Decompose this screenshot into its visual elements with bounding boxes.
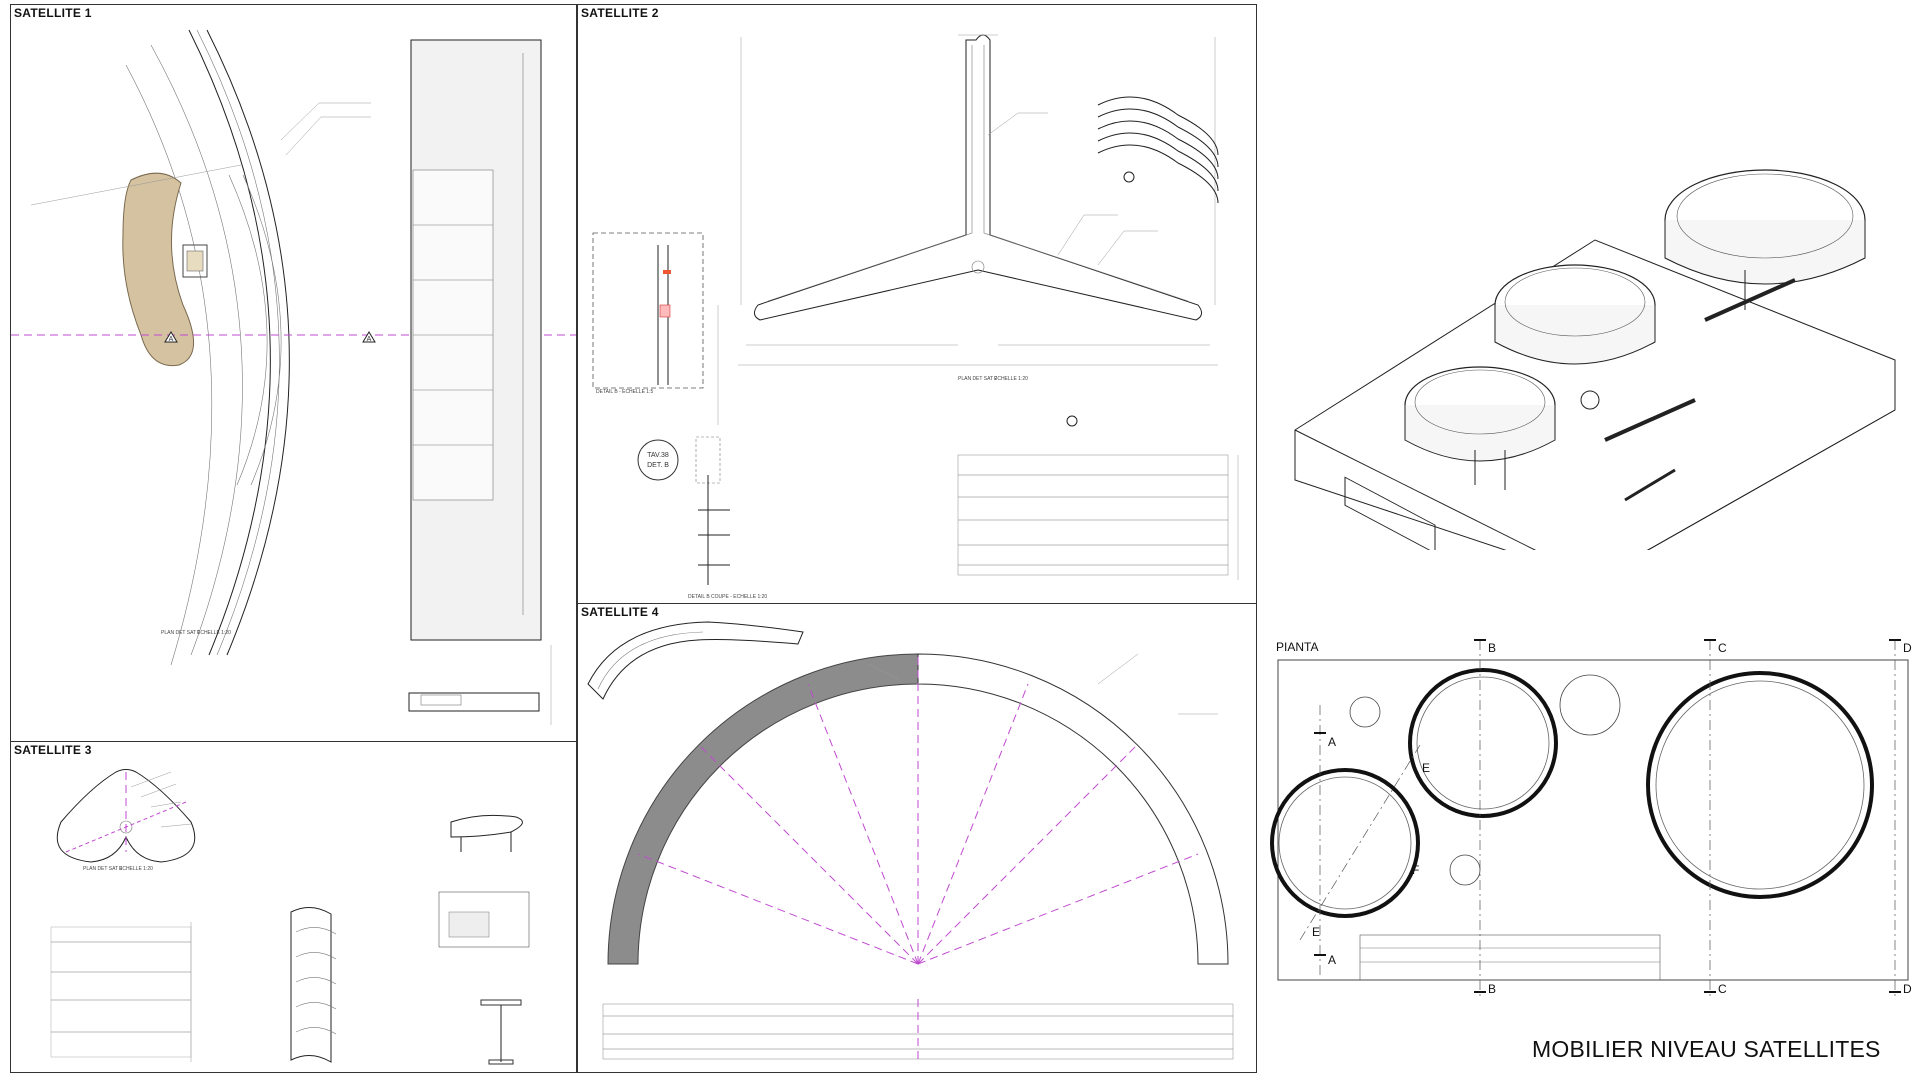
panel-label-satellite-2: SATELLITE 2 [581,6,663,20]
svg-text:A: A [367,336,372,343]
svg-text:PLAN DET SAT 3: PLAN DET SAT 3 [83,866,122,872]
svg-text:DETAIL B - ECHELLE 1:5: DETAIL B - ECHELLE 1:5 [596,389,653,395]
section-marker-a-left: A [164,331,178,343]
svg-text:A: A [1328,735,1336,749]
main-title: MOBILIER NIVEAU SATELLITES [1532,1036,1881,1062]
plan-title: PIANTA [1276,640,1319,654]
curved-bench-outer [188,29,271,656]
svg-text:TAV.38: TAV.38 [647,452,669,459]
half-ring-bench-outline [917,653,1229,965]
panel-satellite-1: SATELLITE 1 A A [10,4,577,742]
svg-text:PLAN DET SAT 1: PLAN DET SAT 1 [161,630,200,636]
three-lobe-bench-plan [56,769,196,863]
svg-text:ECHELLE 1:20: ECHELLE 1:20 [197,630,231,636]
seat-section-sketch [438,891,530,948]
svg-text:F: F [1412,863,1419,877]
svg-text:B: B [1488,982,1496,996]
satellite-2-drawing: DETAIL B - ECHELLE 1:5 TAV.38 DET. B DET… [592,34,1239,600]
svg-text:D: D [1903,641,1912,655]
section-labels: A A B B C C D D E E F [1312,641,1912,996]
svg-text:C: C [1718,982,1727,996]
svg-text:DETAIL B COUPE - ECHELLE 1:20: DETAIL B COUPE - ECHELLE 1:20 [688,594,767,600]
section-marker-a-right: A [362,331,376,343]
panel-satellite-2: SATELLITE 2 [577,4,1257,604]
svg-text:ECHELLE 1:20: ECHELLE 1:20 [119,866,153,872]
tav-detail-badge: TAV.38 DET. B [637,439,679,481]
panel-satellite-4: SATELLITE 4 [577,603,1257,1073]
axon-ring-2 [1494,264,1656,365]
small-curved-bench [587,621,804,700]
satellite-1-drawing: A A PLAN DET SAT 1 ECHELLE 1:20 [11,29,576,725]
axonometric-view [1294,169,1896,550]
svg-text:A: A [1328,953,1336,967]
svg-text:PLAN DET SAT 2: PLAN DET SAT 2 [958,376,997,382]
svg-text:A: A [169,336,174,343]
satellite-3-drawing: PLAN DET SAT 3 ECHELLE 1:20 [50,769,530,1065]
svg-text:DET. B: DET. B [647,462,669,469]
axon-ring-1 [1404,366,1556,462]
panel-label-satellite-3: SATELLITE 3 [14,743,96,757]
plan-circle-2 [1408,668,1558,818]
axon-stairs [1604,278,1796,502]
axon-ring-3 [1664,169,1866,285]
radial-axis-lines [637,654,1199,965]
lobe-bench-sketch [290,907,337,1063]
small-chair [182,244,208,278]
tan-seat-shape [122,172,195,367]
svg-text:D: D [1903,982,1912,996]
floor-plan: A A B B C C D D E E F [1270,639,1912,1000]
stacked-bench-sketch [1097,96,1219,204]
svg-text:E: E [1312,925,1320,939]
svg-text:C: C [1718,641,1727,655]
table-sketch [450,814,523,838]
svg-text:B: B [1488,641,1496,655]
section-lines [1299,640,1896,1000]
detail-b-box [592,232,704,389]
plan-circle-3 [1646,671,1874,899]
y-bench-outline [754,34,1202,321]
svg-text:E: E [1422,761,1430,775]
satellite-4-drawing [587,621,1234,1064]
panel-label-satellite-4: SATELLITE 4 [581,605,663,619]
panel-label-satellite-1: SATELLITE 1 [14,6,96,20]
plan-circle-1 [1270,768,1420,918]
svg-text:ECHELLE 1:20: ECHELLE 1:20 [994,376,1028,382]
panel-satellite-3: SATELLITE 3 PLAN DET SAT 3 ECHELLE 1:20 [10,741,577,1073]
